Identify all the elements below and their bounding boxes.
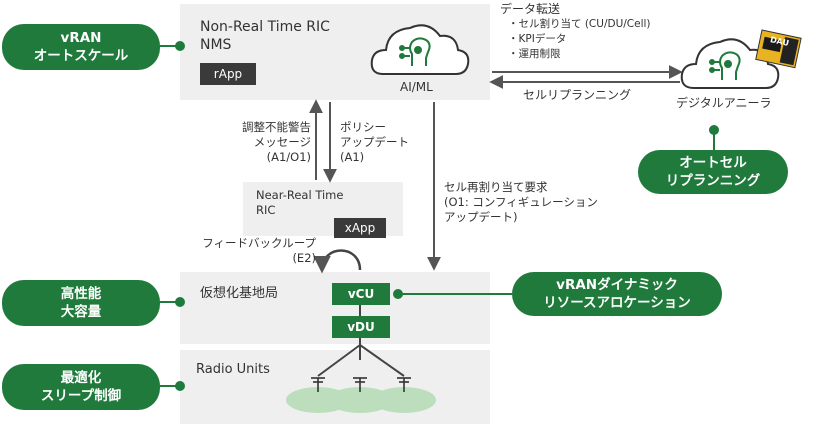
coverage-ellipses <box>286 387 436 413</box>
vcu-box: vCU <box>332 283 390 305</box>
brain-circuit-icon <box>709 51 741 80</box>
pill-line: オートスケール <box>33 48 129 64</box>
policy-annotation-line: (A1) <box>340 150 365 164</box>
pill-line: vRANダイナミック <box>556 277 678 293</box>
alarm-annotation-line: (A1/O1) <box>266 150 311 164</box>
data-transfer-item: ・KPIデータ <box>508 33 567 45</box>
pill-line: vRAN <box>60 30 102 46</box>
data-transfer-item: ・運用制限 <box>508 48 561 60</box>
antenna-icon <box>311 377 411 392</box>
nms-title-line1: Non-Real Time RIC <box>200 19 330 35</box>
realloc-annotation-line: セル再割り当て要求 <box>444 180 548 194</box>
pill-connector-lines <box>160 41 719 391</box>
pill-line: スリープ制御 <box>40 388 122 404</box>
auto-cell-replanning-pill: オートセル リプランニング <box>638 150 788 194</box>
data-transfer-title: データ転送 <box>500 2 561 16</box>
feedback-annotation-line: フィードバックループ <box>202 236 316 250</box>
dau-chip-icon <box>755 29 802 69</box>
vran-label: 仮想化基地局 <box>200 286 279 301</box>
brain-circuit-icon <box>399 37 431 66</box>
pill-line: 高性能 <box>60 286 102 302</box>
nms-title-line2: NMS <box>200 37 232 53</box>
policy-annotation-line: アップデート <box>340 135 409 149</box>
radio-units-label: Radio Units <box>196 362 270 377</box>
ai-ml-label: AI/ML <box>400 80 433 94</box>
alarm-annotation-line: 調整不能警告 <box>242 120 311 134</box>
pill-line: リプランニング <box>665 173 761 189</box>
digital-annealer-label: デジタルアニーラ <box>676 96 772 110</box>
vran-dynamic-allocation-pill: vRANダイナミック リソースアロケーション <box>512 272 722 316</box>
data-transfer-item: ・セル割り当て (CU/DU/Cell) <box>508 18 651 30</box>
vran-autoscale-pill: vRAN オートスケール <box>2 24 160 70</box>
sleep-control-pill: 最適化 スリープ制御 <box>2 364 160 410</box>
alarm-annotation-line: メッセージ <box>253 135 311 149</box>
realloc-annotation-line: (O1: コンフィギュレーション <box>444 195 598 209</box>
replanning-label: セルリプランニング <box>523 88 632 102</box>
near-rt-title-line1: Near-Real Time <box>256 188 344 202</box>
pill-line: 大容量 <box>60 304 102 320</box>
pill-line: オートセル <box>679 155 747 171</box>
policy-annotation-line: ポリシー <box>340 120 386 134</box>
feedback-loop-arc <box>313 249 362 274</box>
digital-annealer-cloud-icon <box>680 29 802 89</box>
feedback-annotation-line: (E2) <box>292 251 316 265</box>
pill-line: リソースアロケーション <box>543 295 691 311</box>
near-rt-title-line2: RIC <box>256 203 276 217</box>
xapp-box: xApp <box>334 218 386 238</box>
rapp-box: rApp <box>200 63 256 85</box>
radio-links <box>317 335 405 377</box>
pill-line: 最適化 <box>60 370 102 386</box>
realloc-annotation-line: アップデート) <box>444 210 518 224</box>
high-capacity-pill: 高性能 大容量 <box>2 280 160 326</box>
vdu-box: vDU <box>332 316 390 338</box>
ai-ml-cloud-icon <box>370 24 470 75</box>
